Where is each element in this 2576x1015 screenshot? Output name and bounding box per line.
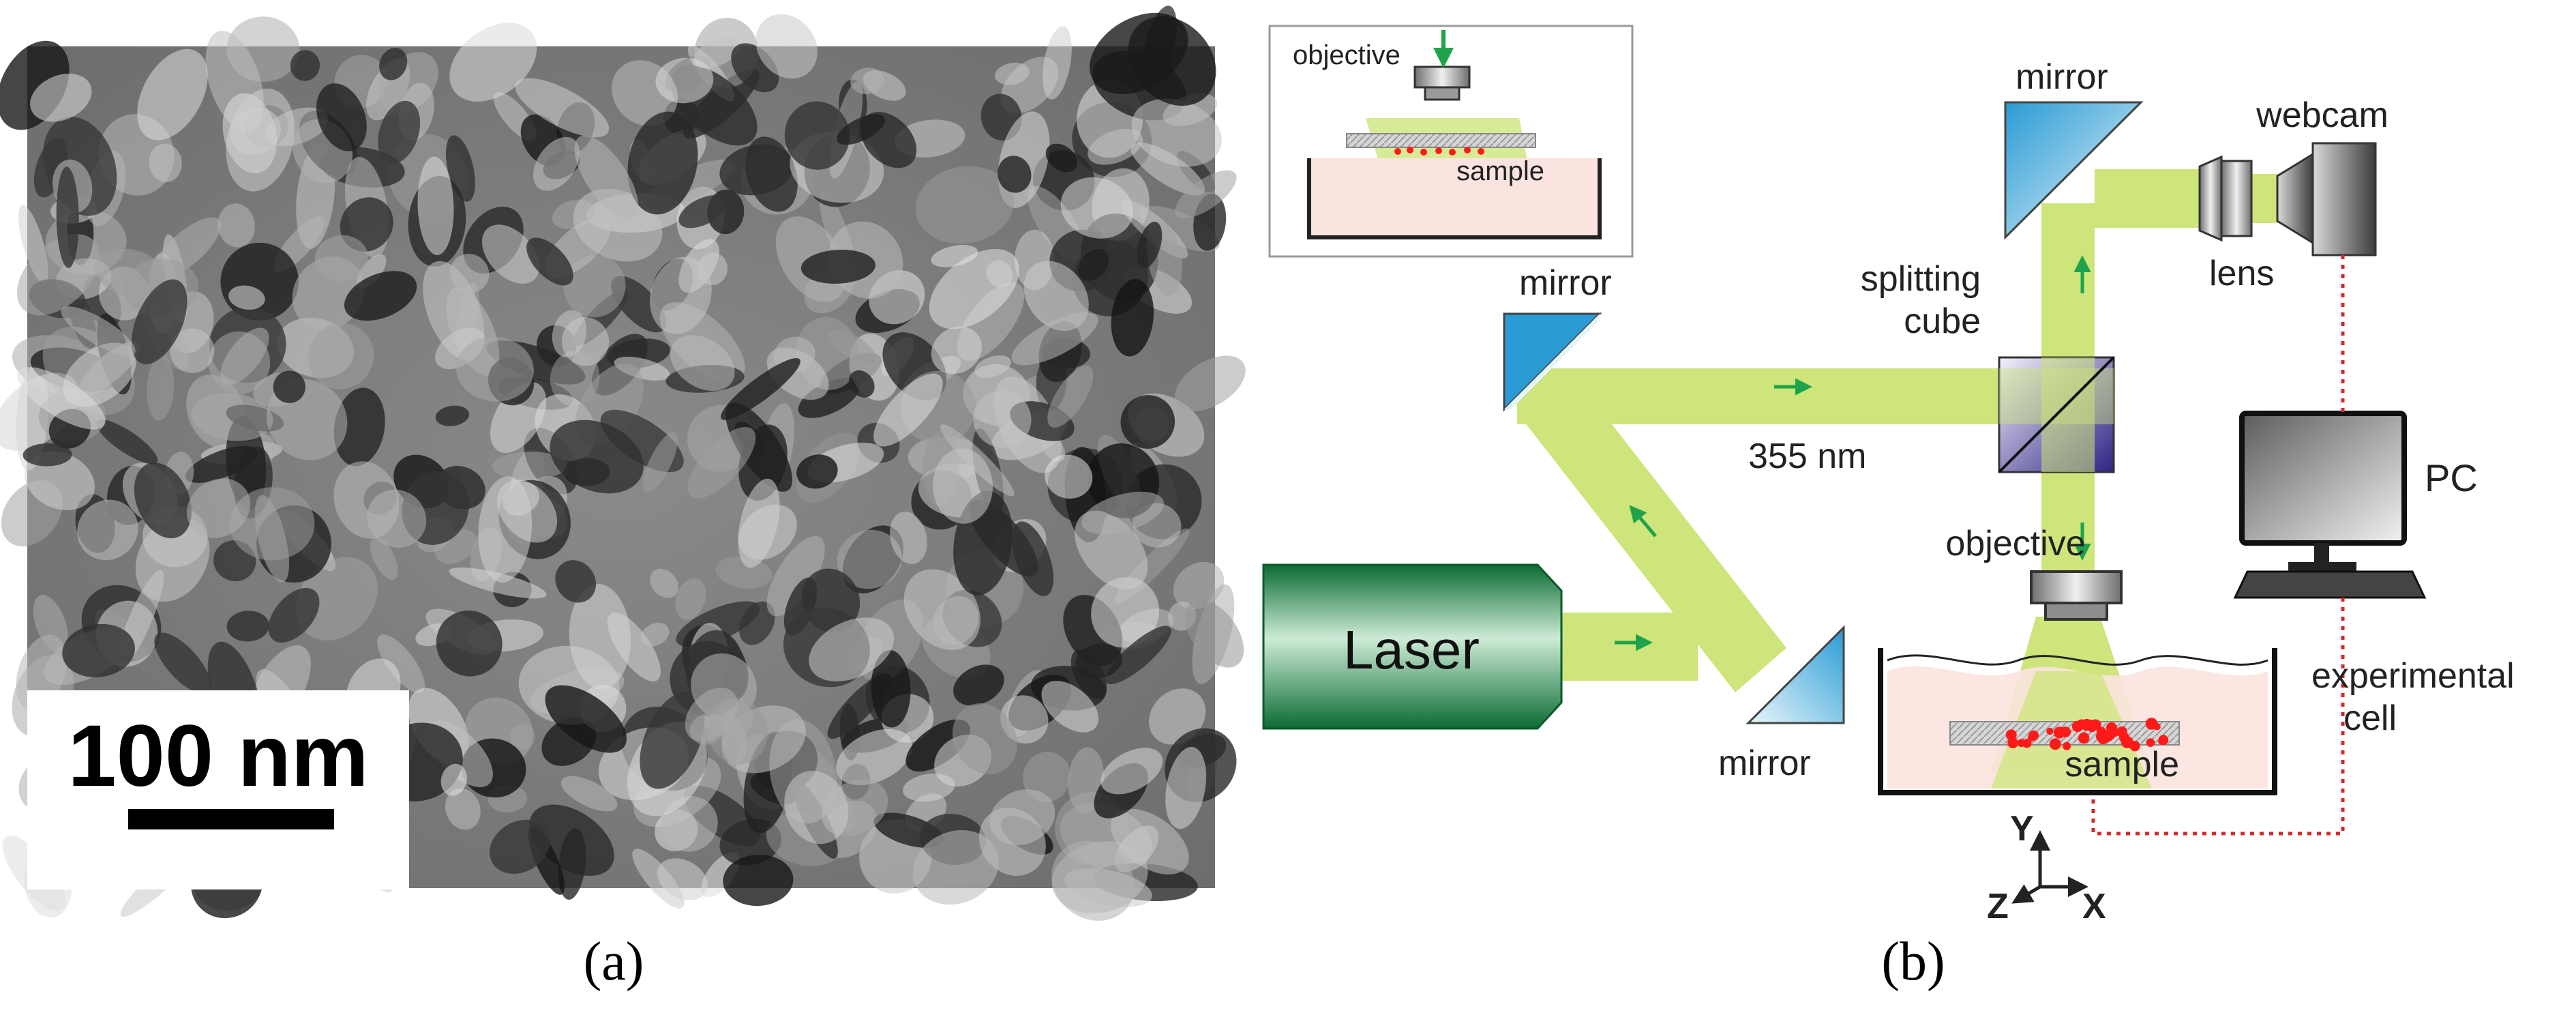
splitting-cube-label-1: splitting [1861, 259, 1981, 299]
objective-icon [2030, 570, 2123, 604]
cube-diagonal [1998, 356, 2115, 473]
laser-label: Laser [1343, 619, 1480, 680]
laser-beam [1517, 169, 2292, 692]
particle [2106, 731, 2116, 740]
mirror-top-right-label: mirror [2016, 57, 2108, 97]
keyboard-icon [2233, 570, 2427, 599]
particle [2007, 737, 2018, 748]
inset-sample-label: sample [1456, 156, 1544, 186]
webcam: webcam [2256, 95, 2388, 256]
beam-laser-out [1561, 613, 1698, 681]
particle [2049, 738, 2061, 750]
scale-bar-box [27, 690, 409, 889]
particle [2005, 729, 2017, 741]
mirror-top-right [2004, 101, 2144, 240]
cell-walls [1878, 648, 2277, 795]
panel-a-caption: (a) [584, 932, 644, 992]
mirror-top-left-label: mirror [1519, 263, 1612, 303]
cable-pc-cell [2091, 598, 2345, 836]
mirror-bottom [1746, 625, 1845, 724]
webcam-label: webcam [2256, 95, 2388, 135]
particle [2146, 738, 2155, 747]
sem-image-panel: 100 nm [0, 5, 1246, 921]
sample-label: sample [2065, 745, 2179, 784]
webcam-icon [2311, 142, 2377, 256]
lens: lens [2198, 155, 2274, 293]
arrow-diagonal [1629, 505, 1657, 538]
inset-cell [1307, 158, 1602, 239]
particle [2053, 726, 2066, 739]
scale-bar [128, 809, 334, 829]
pc-label: PC [2425, 456, 2478, 499]
axis-y-label: Y [2010, 809, 2034, 849]
experimental-cell: sample [1878, 648, 2277, 795]
setup-schematic: objective sample mirror mirror mirror sp… [1262, 25, 2515, 926]
inset-objective-label: objective [1293, 40, 1401, 70]
laser-source [1262, 563, 1563, 730]
objective-label: objective [1945, 524, 2085, 563]
coordinate-axes [2011, 830, 2088, 904]
inset-particles [1394, 147, 1484, 156]
particle [2078, 732, 2090, 744]
experimental-cell-label-2: cell [2343, 698, 2397, 738]
cell-liquid-surface [1887, 654, 2268, 666]
beam-horizontal [1517, 368, 1998, 424]
splitting-cube-label-2: cube [1904, 301, 1981, 341]
particle [2116, 726, 2127, 737]
wavelength-label: 355 nm [1748, 437, 1866, 476]
pc: PC [2233, 411, 2478, 599]
axis-z-arrow [2011, 884, 2041, 904]
inset-objective-icon [1413, 65, 1471, 89]
lens-icon [2198, 155, 2223, 242]
beam-direction-arrows [1615, 255, 2091, 651]
panel-b-caption: (b) [1881, 932, 1945, 992]
particle [2022, 739, 2032, 748]
particle [2095, 731, 2106, 741]
particle [2063, 741, 2071, 750]
inset: objective sample [1268, 25, 1634, 258]
experimental-cell-label-1: experimental [2311, 656, 2515, 696]
inset-sample-slide [1346, 133, 1536, 148]
particle [2071, 720, 2084, 733]
particle [2121, 736, 2133, 748]
particle [2046, 727, 2054, 735]
monitor-icon [2239, 411, 2407, 546]
scale-bar-label: 100 nm [68, 707, 368, 805]
axis-x-label: X [2082, 887, 2106, 926]
particle [2153, 722, 2161, 731]
mirror-bottom-label: mirror [1718, 744, 1811, 783]
particle [2158, 737, 2166, 745]
particle [2087, 720, 2097, 730]
sample-particles [2005, 718, 2169, 752]
axis-z-label: Z [1987, 887, 2009, 926]
lens-label: lens [2209, 254, 2274, 293]
